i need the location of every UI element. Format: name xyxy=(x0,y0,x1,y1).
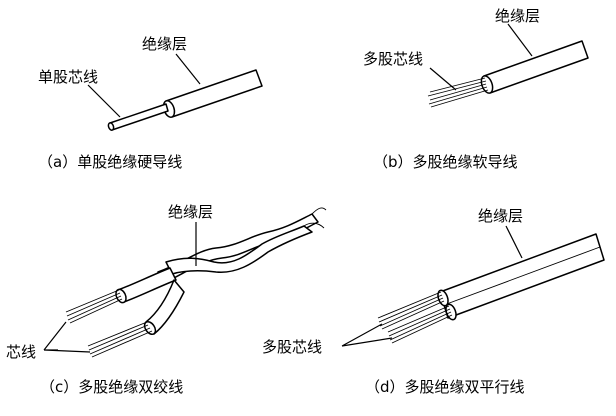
panel-a: 绝缘层 单股芯线 （a）单股绝缘硬导线 xyxy=(38,35,263,171)
panel-b-insulation-leader xyxy=(507,23,533,57)
panel-b: 绝缘层 多股芯线 （b）多股绝缘软导线 xyxy=(363,7,589,171)
panel-c-insulation-label: 绝缘层 xyxy=(168,203,213,221)
panel-b-core-label: 多股芯线 xyxy=(363,50,423,68)
panel-d-insulation-label: 绝缘层 xyxy=(478,207,523,225)
panel-d-core-label: 多股芯线 xyxy=(262,338,322,356)
panel-a-insulation-label: 绝缘层 xyxy=(142,35,187,53)
panel-d: 绝缘层 多股芯线 （d）多股绝缘双平行线 xyxy=(262,207,605,396)
panel-d-insulation-leader xyxy=(505,225,523,259)
panel-b-insulation-label: 绝缘层 xyxy=(495,7,540,25)
panel-d-core-leader xyxy=(341,323,393,347)
panel-b-wire xyxy=(427,40,589,108)
panel-b-core-leader xyxy=(429,67,457,91)
panel-c-caption: （c）多股绝缘双绞线 xyxy=(40,378,183,396)
panel-a-caption: （a）单股绝缘硬导线 xyxy=(38,153,182,171)
panel-b-caption: （b）多股绝缘软导线 xyxy=(373,153,518,171)
panel-a-core-leader xyxy=(87,84,121,118)
panel-d-caption: （d）多股绝缘双平行线 xyxy=(365,378,525,396)
panel-c: 绝缘层 芯线 （c）多股绝缘双绞线 xyxy=(6,203,327,396)
panel-a-wire xyxy=(107,69,263,131)
panel-c-core-label: 芯线 xyxy=(6,343,36,361)
panel-a-insulation-leader xyxy=(175,53,201,85)
panel-a-core-label: 单股芯线 xyxy=(38,68,98,86)
panel-c-core-leader xyxy=(43,321,91,353)
panel-c-wire xyxy=(65,207,327,358)
panel-d-wire xyxy=(377,233,605,344)
